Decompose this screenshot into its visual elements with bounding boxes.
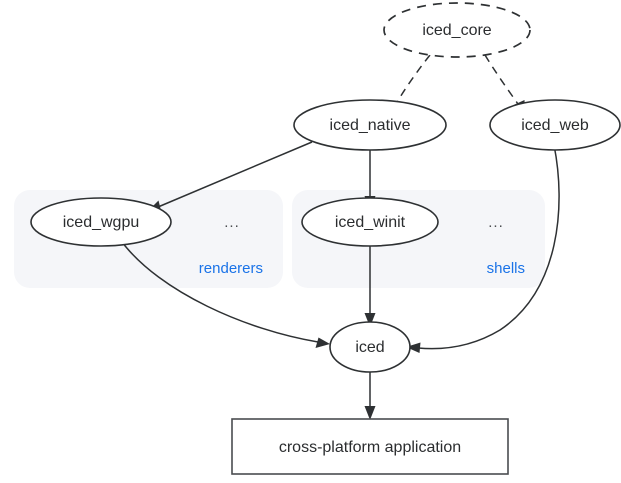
node-iced-wgpu-shape[interactable]: [30, 197, 172, 247]
node-iced-web-shape[interactable]: [489, 99, 621, 151]
edge-iced-wgpu-to-iced: [121, 241, 330, 348]
edge-iced-to-application-arrowhead: [364, 406, 376, 420]
edge-iced-web-to-iced: [406, 144, 560, 353]
edge-iced-to-application: [364, 370, 376, 420]
edge-iced-native-to-iced-wgpu-path: [157, 141, 313, 208]
edge-iced-winit-to-iced: [364, 241, 376, 327]
cluster-shells-label: shells: [487, 260, 525, 277]
node-iced[interactable]: iced: [329, 321, 411, 373]
edge-iced-wgpu-to-iced-arrowhead: [315, 337, 330, 348]
node-cross-platform-application-shape[interactable]: [231, 418, 509, 475]
edge-iced-web-to-iced-path: [417, 144, 560, 350]
edge-iced-web-to-iced-arrowhead: [406, 342, 421, 353]
node-iced-shape[interactable]: [329, 321, 411, 373]
edge-iced-core-to-iced-web-path: [484, 54, 519, 105]
cluster-renderers-label: renderers: [199, 260, 263, 277]
cluster-shells-ellipsis: ...: [488, 214, 504, 231]
edge-iced-winit-to-iced-arrowhead: [364, 313, 376, 327]
edge-iced-wgpu-to-iced-path: [121, 241, 319, 343]
node-iced-native-shape[interactable]: [293, 99, 447, 151]
node-iced-web[interactable]: iced_web: [489, 99, 621, 151]
node-iced-native[interactable]: iced_native: [293, 99, 447, 151]
edge-iced-core-to-iced-native-path: [395, 54, 431, 105]
node-iced-wgpu[interactable]: iced_wgpu: [30, 197, 172, 247]
node-cross-platform-application[interactable]: cross-platform application: [231, 418, 509, 475]
node-iced-core-shape[interactable]: [383, 2, 531, 58]
cluster-renderers-ellipsis: ...: [224, 214, 240, 231]
node-iced-winit[interactable]: iced_winit: [301, 197, 439, 247]
node-iced-core[interactable]: iced_core: [383, 2, 531, 58]
node-iced-winit-shape[interactable]: [301, 197, 439, 247]
